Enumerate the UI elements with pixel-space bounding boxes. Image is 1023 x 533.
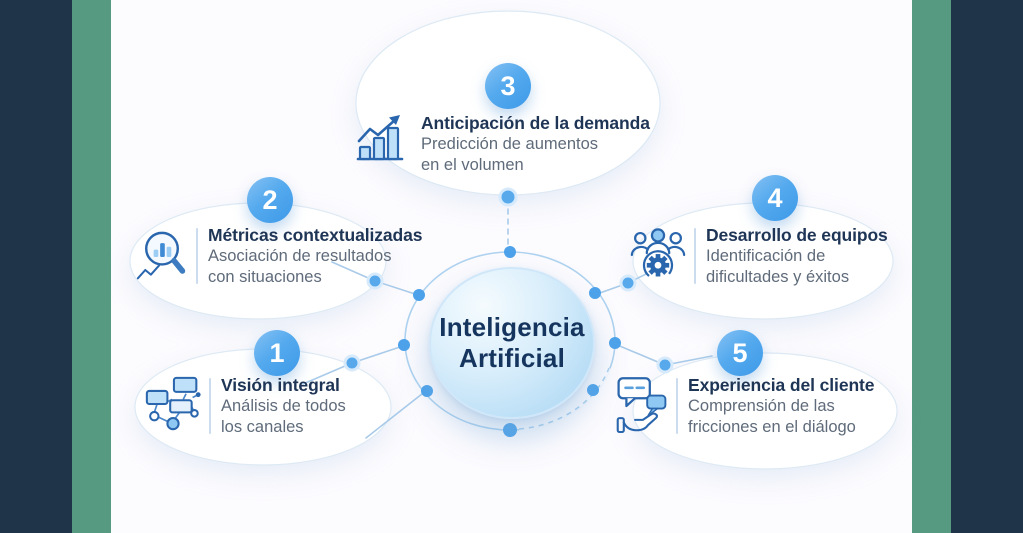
left-green-border [72,0,111,533]
growth-chart-arrow-icon [356,115,404,161]
item-4-number-badge: 4 [752,175,798,221]
item-3-anticipacion-demanda: Anticipación de la demanda Predicción de… [353,112,650,176]
item-2-subtitle-line-2: con situaciones [208,268,322,286]
connector-item-1-low [365,389,428,439]
item-3-title: Anticipación de la demanda [421,113,650,133]
item-3-subtitle-line-1: Predicción de aumentos [421,135,599,153]
item-1-number-badge: 1 [254,330,300,376]
item-5-experiencia-cliente: Experiencia del cliente Comprensión de l… [616,374,875,438]
item-4-desarrollo-equipos: Desarrollo de equipos Identificación de … [630,224,888,288]
chat-bubbles-hand-icon [616,377,667,434]
divider [694,228,696,284]
item-1-title: Visión integral [221,375,340,395]
connector-item-5 [614,343,713,366]
item-1-subtitle-line-2: los canales [221,418,304,436]
item-5-subtitle-line-1: Comprensión de las [688,397,835,415]
item-5-subtitle-line-2: fricciones en el diálogo [688,418,856,436]
item-2-metricas-contextualizadas: Métricas contextualizadas Asociación de … [136,224,422,290]
item-4-title: Desarrollo de equipos [706,225,888,245]
network-diagram-icon [145,376,201,431]
item-1-vision-integral: Visión integral Análisis de todos los ca… [145,374,346,438]
divider [676,378,678,434]
item-5-number-badge: 5 [717,330,763,376]
team-gear-icon [630,228,686,281]
center-node: Inteligencia Artificial [429,267,595,419]
left-navy-border [0,0,72,533]
right-navy-border [951,0,1023,533]
item-3-subtitle-line-2: en el volumen [421,156,524,174]
divider [196,228,198,284]
divider [209,378,211,434]
item-4-subtitle-line-1: Identificación de [706,247,826,265]
right-green-border [912,0,951,533]
item-2-title: Métricas contextualizadas [208,225,423,245]
item-5-title: Experiencia del cliente [688,375,875,395]
item-2-number-badge: 2 [247,177,293,223]
item-3-number-badge: 3 [485,63,531,109]
item-1-subtitle-line-1: Análisis de todos [221,397,346,415]
center-title: Inteligencia Artificial [439,311,585,373]
magnifier-bar-chart-icon [136,231,186,280]
item-4-subtitle-line-2: dificultades y éxitos [706,268,850,286]
item-2-subtitle-line-1: Asociación de resultados [208,247,392,265]
